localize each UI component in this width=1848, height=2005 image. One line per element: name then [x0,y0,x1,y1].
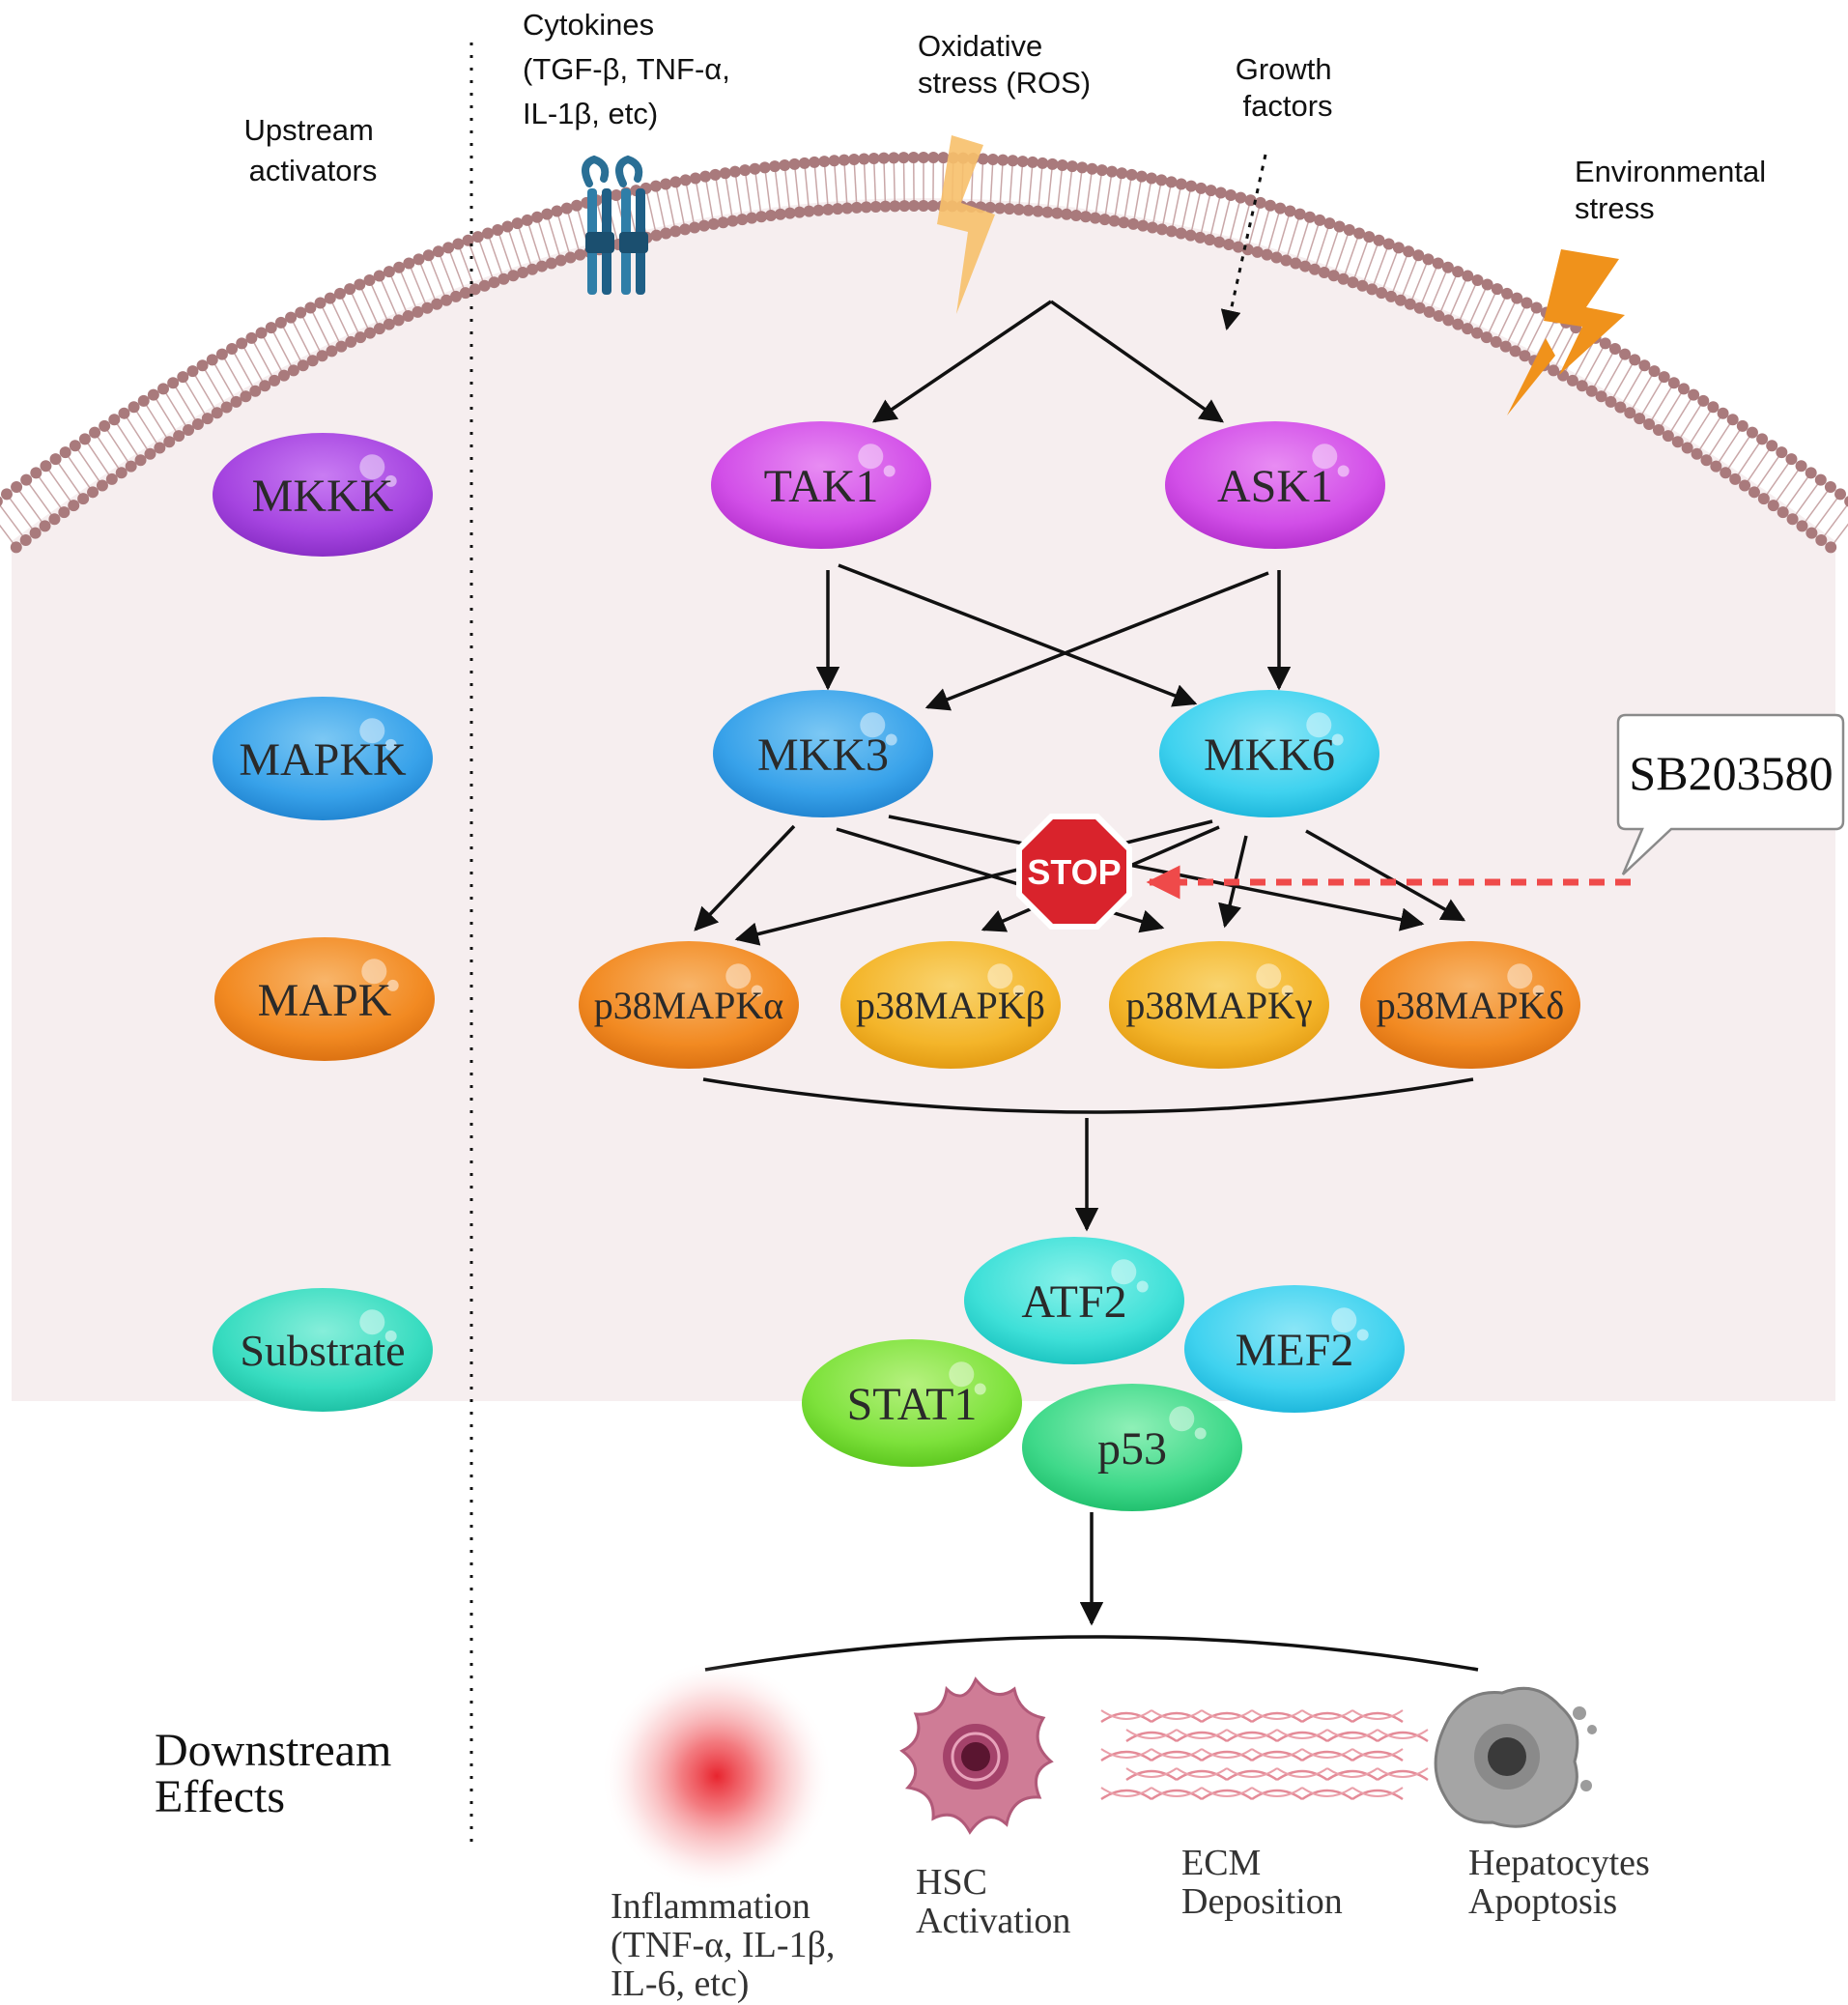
ask1-node-label: ASK1 [1217,461,1333,512]
mapkk-tier-node: MAPKK [213,697,433,820]
p38mapk-beta-node: p38MAPKβ [840,941,1061,1069]
mapk-convergence-bracket [702,1077,1474,1114]
oxidative-stress-lightning-icon [937,135,995,314]
ecm-deposition-label: ECM Deposition [1181,1843,1343,1922]
effects-bracket [704,1635,1479,1672]
tak1-node-label: TAK1 [764,461,879,512]
upstream-activators-label: Upstream activators [244,113,383,187]
mapk-tier-node-label: MAPK [258,975,392,1026]
p38mapk-gamma-node-label: p38MAPKγ [1125,984,1312,1027]
stop-sign-text: STOP [1027,852,1121,892]
hsc-activation-label: HSC Activation [916,1862,1070,1941]
ecm-deposition-icon [1100,1709,1429,1801]
inflammation-label: Inflammation (TNF-α, IL-1β, IL-6, etc) [611,1886,844,2004]
mapkk-tier-node-label: MAPKK [239,734,407,786]
mkk3-node: MKK3 [713,690,933,817]
growth-factors-label: Growth factors [1236,52,1341,123]
mkk6-node: MKK6 [1159,690,1379,817]
cytokine-receptor-icon [582,155,648,295]
stop-sign-icon: STOP [1016,814,1132,930]
ask1-node: ASK1 [1165,421,1385,549]
p38mapk-alpha-node: p38MAPKα [579,941,799,1069]
sb203580-label: SB203580 [1629,746,1833,800]
p38mapk-delta-node: p38MAPKδ [1360,941,1580,1069]
p38mapk-alpha-node-label: p38MAPKα [594,984,784,1027]
mkkk-tier-node: MKKK [213,433,433,557]
mkk3-node-label: MKK3 [757,730,889,781]
mkkk-to-mapkk-arrows [815,563,1292,711]
oxidative-stress-label: Oxidative stress (ROS) [918,29,1091,100]
mapk-tier-node: MAPK [214,937,435,1061]
mef2-node-label: MEF2 [1236,1325,1354,1376]
p38mapk-delta-node-label: p38MAPKδ [1377,984,1564,1027]
substrate-tier-node: Substrate [213,1288,433,1412]
ros-to-tak1-arrow [871,300,1052,423]
atf2-node: ATF2 [964,1237,1184,1364]
mef2-node: MEF2 [1184,1285,1405,1413]
environmental-stress-label: Environmental stress [1575,155,1775,225]
tak1-node: TAK1 [711,421,931,549]
hepatocyte-apoptosis-icon [1434,1686,1597,1828]
inflammation-icon [601,1660,833,1892]
mkkk-tier-node-label: MKKK [252,471,394,522]
sb203580-callout: SB203580 [1616,713,1845,875]
environmental-stress-lightning-icon [1544,249,1625,375]
p53-node: p53 [1022,1384,1242,1511]
hsc-activation-icon [899,1676,1054,1835]
ros-to-ask1-arrow [1049,300,1225,423]
stat1-node: STAT1 [802,1339,1022,1467]
p53-node-label: p53 [1097,1423,1167,1475]
stat1-node-label: STAT1 [847,1379,978,1430]
downstream-effects-label: Downstream Effects [155,1725,403,1822]
cytokines-label: Cytokines (TGF-β, TNF-α, IL-1β, etc) [523,8,738,130]
atf2-node-label: ATF2 [1021,1276,1126,1328]
hepatocytes-apoptosis-label: Hepatocytes Apoptosis [1468,1843,1659,1922]
substrate-tier-node-label: Substrate [240,1326,405,1375]
mkk6-node-label: MKK6 [1204,730,1335,781]
p38mapk-gamma-node: p38MAPKγ [1109,941,1329,1069]
p38mapk-beta-node-label: p38MAPKβ [856,984,1045,1027]
